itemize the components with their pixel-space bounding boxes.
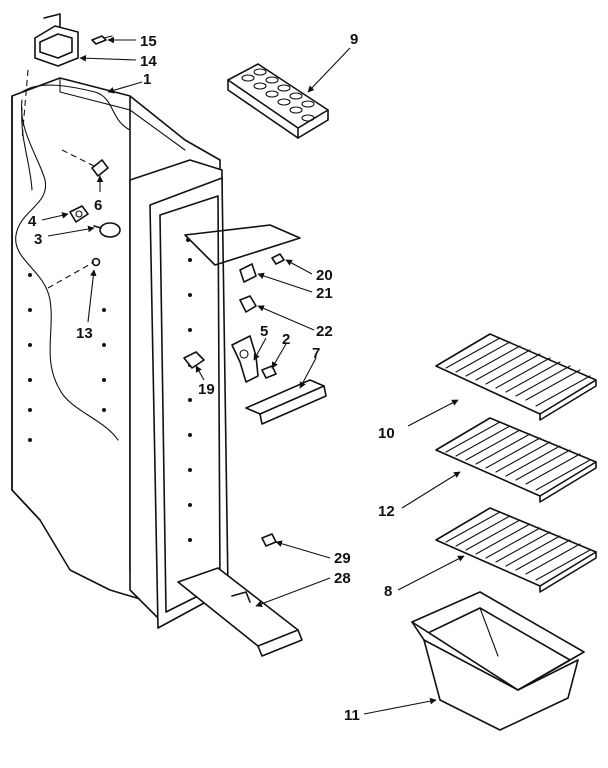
screw-13 (91, 257, 101, 267)
liner-front-frame (129, 159, 229, 629)
callout-3: 3 (34, 231, 42, 248)
clip-19 (183, 351, 205, 369)
callout-29: 29 (334, 550, 351, 567)
clip-21 (239, 263, 257, 283)
top-bracket (34, 13, 79, 67)
callout-11: 11 (344, 707, 360, 724)
wire-shelf-8 (435, 507, 597, 593)
light-socket (69, 205, 89, 223)
ice-tray (227, 63, 329, 139)
callout-7: 7 (312, 345, 320, 362)
callout-10: 10 (378, 425, 395, 442)
callout-15: 15 (140, 33, 157, 50)
trim-7 (245, 379, 327, 425)
storage-bin (411, 591, 585, 731)
callout-8: 8 (384, 583, 392, 600)
leader-lines (41, 36, 465, 715)
wire-shelf-10 (435, 333, 597, 421)
callouts: 15 14 1 9 6 4 3 13 20 21 22 5 2 7 19 10 … (28, 31, 395, 724)
bracket-5 (231, 335, 259, 383)
screw-29 (261, 533, 277, 547)
clip-6 (91, 159, 109, 177)
clip-22 (239, 295, 257, 313)
callout-9: 9 (350, 31, 358, 48)
cover-plate (184, 224, 301, 266)
callout-13: 13 (76, 325, 93, 342)
callout-4: 4 (28, 213, 37, 230)
light-bulb (93, 222, 121, 238)
bottom-rail (177, 567, 303, 657)
callout-21: 21 (316, 285, 333, 302)
callout-28: 28 (334, 570, 351, 587)
callout-5: 5 (260, 323, 268, 340)
callout-22: 22 (316, 323, 333, 340)
callout-2: 2 (282, 331, 290, 348)
callout-20: 20 (316, 267, 333, 284)
clip-20 (271, 253, 285, 265)
screw-2 (261, 365, 277, 379)
callout-14: 14 (140, 53, 157, 70)
callout-1: 1 (143, 71, 151, 88)
callout-6: 6 (94, 197, 102, 214)
callout-12: 12 (378, 503, 395, 520)
wire-shelf-12 (435, 417, 597, 503)
callout-19: 19 (198, 381, 215, 398)
